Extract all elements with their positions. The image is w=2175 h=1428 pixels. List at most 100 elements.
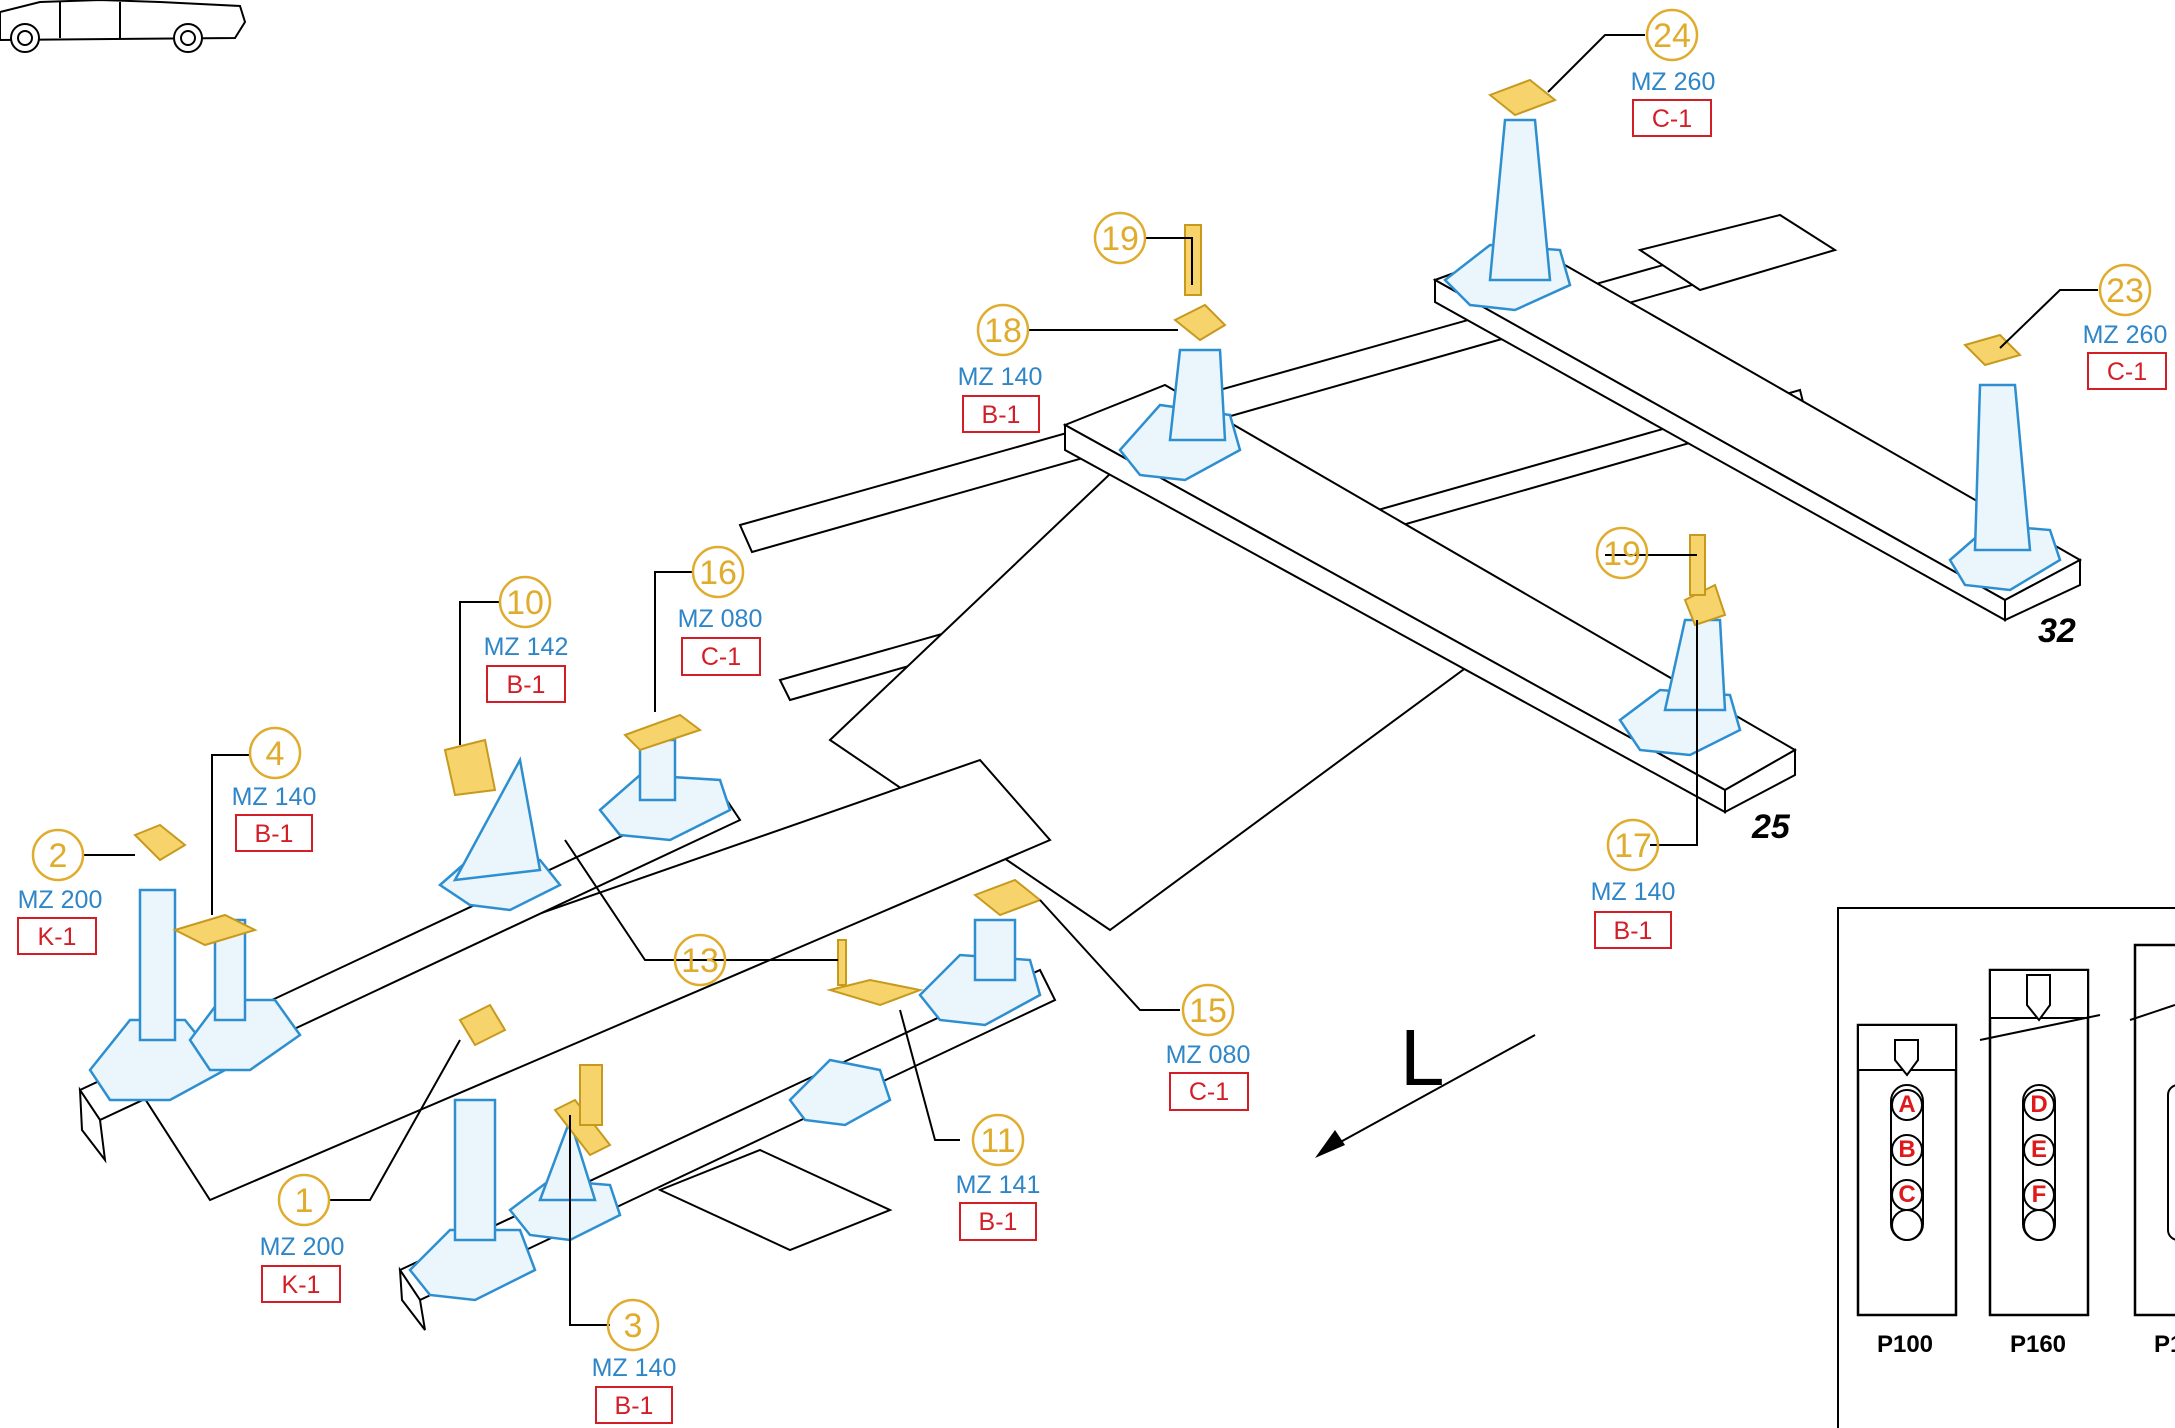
- callout-number: 16: [699, 554, 737, 592]
- callout-15[interactable]: 15 MZ 080 C-1: [1166, 983, 1251, 1111]
- callout-number: 11: [980, 1122, 1015, 1160]
- pin-hole-label: D: [2030, 1091, 2047, 1118]
- callout-circle: [673, 933, 727, 987]
- model-code: MZ 200: [260, 1233, 345, 1261]
- pin-name: P1: [2154, 1331, 2175, 1358]
- position-code: C-1: [701, 643, 741, 671]
- position-code: C-1: [2107, 358, 2147, 386]
- callout-circle: [248, 726, 302, 780]
- callout-circle: [277, 1173, 331, 1227]
- callout-23[interactable]: 23 MZ 260 C-1: [2083, 263, 2168, 390]
- callout-circle: [1606, 818, 1660, 872]
- position-code-box: [261, 1265, 341, 1303]
- callout-number: 15: [1189, 992, 1227, 1030]
- callout-circle: [606, 1298, 660, 1352]
- callout-number: 19: [1101, 220, 1139, 258]
- position-code: K-1: [282, 1271, 321, 1299]
- position-code: K-1: [38, 923, 77, 951]
- callout-circle: [1093, 211, 1147, 265]
- callout-number: 24: [1653, 17, 1691, 55]
- callout-18[interactable]: 18 MZ 140 B-1: [958, 303, 1043, 433]
- pin-hole-label: C: [1898, 1181, 1915, 1208]
- callout-number: 17: [1614, 827, 1652, 865]
- model-code: MZ 140: [592, 1354, 677, 1382]
- callout-number: 10: [506, 584, 544, 622]
- model-code: MZ 200: [18, 886, 103, 914]
- position-code-box: [681, 637, 761, 676]
- model-code: MZ 142: [484, 633, 569, 661]
- callout-number: 4: [266, 735, 285, 773]
- position-code-box: [959, 1202, 1037, 1241]
- leader-lines: [82, 34, 2098, 1326]
- callout-1[interactable]: 1 MZ 200 K-1: [260, 1173, 345, 1303]
- callout-19[interactable]: 19: [1093, 211, 1147, 265]
- position-code-box: [17, 917, 97, 955]
- beam-number: 32: [2038, 612, 2076, 650]
- pin-hole-label: B: [1898, 1136, 1915, 1163]
- callout-17[interactable]: 17 MZ 140 B-1: [1591, 818, 1676, 949]
- callout-circle: [31, 828, 85, 882]
- pin-p100: A B C P100: [1856, 1023, 1958, 1358]
- callout-13[interactable]: 13: [673, 933, 727, 987]
- brackets: [88, 118, 2062, 1302]
- callout-circle: [1595, 526, 1649, 580]
- callout-24[interactable]: 24 MZ 260 C-1: [1631, 8, 1716, 137]
- callout-number: 18: [984, 312, 1022, 350]
- position-code: B-1: [615, 1392, 654, 1420]
- position-code: B-1: [979, 1208, 1018, 1236]
- callout-4[interactable]: 4 MZ 140 B-1: [232, 726, 317, 852]
- position-code: B-1: [507, 671, 546, 699]
- callout-16[interactable]: 16 MZ 080 C-1: [678, 545, 763, 676]
- position-code-box: [1594, 911, 1672, 949]
- beam-number: 25: [1751, 808, 1791, 846]
- callout-2[interactable]: 2 MZ 200 K-1: [17, 828, 103, 955]
- callout-11[interactable]: 11 MZ 141 B-1: [956, 1113, 1041, 1241]
- direction-arrow-icon: L: [1315, 1013, 1445, 1158]
- model-code: MZ 260: [1631, 68, 1716, 96]
- callout-circle: [1645, 8, 1699, 62]
- car-silhouette-icon: [0, 0, 247, 53]
- callout-number: 23: [2106, 272, 2144, 310]
- pin-name: P100: [1877, 1331, 1933, 1358]
- pin-hole-label: A: [1898, 1091, 1915, 1118]
- model-code: MZ 080: [1166, 1041, 1251, 1069]
- cross-beam-32: [1432, 213, 2083, 622]
- position-code-box: [595, 1386, 673, 1424]
- pin-hole-label: F: [2032, 1181, 2047, 1208]
- position-code-box: [962, 395, 1040, 433]
- position-code-box: [1169, 1072, 1249, 1111]
- callout-19[interactable]: 19: [1595, 526, 1649, 580]
- callout-circle: [2098, 263, 2152, 317]
- callout-number: 19: [1603, 535, 1641, 573]
- pin-legend: A B C P100 D E F P160 P1: [1837, 907, 2175, 1428]
- model-code: MZ 260: [2083, 321, 2168, 349]
- pin-hole-label: E: [2031, 1136, 2047, 1163]
- callout-number: 2: [49, 837, 68, 875]
- pin-p160: D E F P160: [1979, 968, 2101, 1358]
- model-code: MZ 141: [956, 1171, 1041, 1199]
- position-code-box: [235, 814, 313, 852]
- pin-name: P160: [2010, 1331, 2066, 1358]
- callout-circle: [971, 1113, 1025, 1167]
- direction-label: L: [1400, 1013, 1445, 1102]
- position-code: C-1: [1189, 1078, 1229, 1106]
- callout-number: 1: [295, 1182, 314, 1220]
- position-code: B-1: [1614, 917, 1653, 945]
- cross-beam-25: [1062, 383, 1798, 814]
- callout-circle: [976, 303, 1030, 357]
- position-code: B-1: [982, 401, 1021, 429]
- pin-p1-partial: P1: [2129, 943, 2175, 1358]
- model-code: MZ 080: [678, 605, 763, 633]
- model-code: MZ 140: [1591, 878, 1676, 906]
- callout-circle: [1181, 983, 1235, 1037]
- callout-3[interactable]: 3 MZ 140 B-1: [592, 1298, 677, 1424]
- model-code: MZ 140: [232, 783, 317, 811]
- model-code: MZ 140: [958, 363, 1043, 391]
- position-code-box: [2087, 352, 2167, 390]
- callout-circle: [691, 545, 745, 599]
- callout-number: 13: [681, 942, 719, 980]
- callout-number: 3: [624, 1307, 643, 1345]
- callout-10[interactable]: 10 MZ 142 B-1: [484, 575, 569, 703]
- position-code: C-1: [1652, 105, 1692, 133]
